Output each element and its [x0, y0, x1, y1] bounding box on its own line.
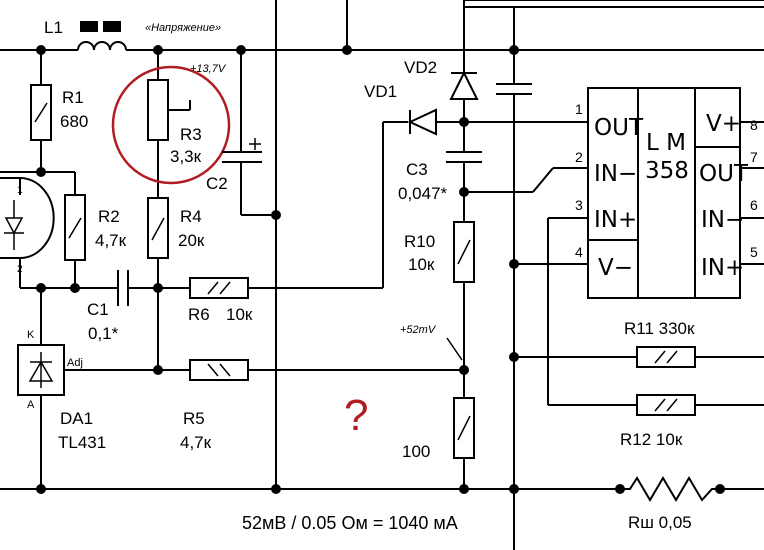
pin-label-OUT-b: OUT	[699, 161, 749, 187]
pin-label-INm-b: IN−	[701, 207, 744, 233]
label-VD2: VD2	[404, 58, 437, 77]
label-VD1: VD1	[364, 82, 397, 101]
label-R1: R1	[62, 88, 84, 107]
inductor-L1	[77, 21, 127, 51]
capacitor-C2	[222, 50, 276, 216]
resistor-R1	[30, 50, 52, 172]
pin-number-4: 4	[575, 244, 583, 260]
pin-number-2: 2	[575, 149, 583, 165]
pin-label-INm-a: IN−	[594, 161, 637, 187]
label-R12: R12 10к	[620, 430, 683, 449]
label-R2: R2	[98, 207, 120, 226]
label-DA1: DA1	[60, 409, 93, 428]
resistor-R5	[189, 359, 464, 381]
resistor-R6	[189, 277, 383, 299]
pin-number-1: 1	[575, 101, 583, 117]
pin-number-7: 7	[750, 149, 758, 165]
label-R5-value: 4,7к	[180, 433, 212, 452]
label-DA1-A: A	[27, 399, 35, 411]
pin-label-Vm: V−	[598, 255, 633, 281]
label-C2: C2	[206, 174, 228, 193]
label-DA1-K: K	[27, 329, 35, 341]
label-R10: R10	[404, 232, 435, 251]
resistor-R11	[636, 346, 764, 368]
question-mark: ?	[344, 391, 368, 440]
chip-label-358: 358	[645, 158, 689, 184]
label-R6-value: 10к	[226, 305, 253, 324]
label-voltage-137: +13,7V	[190, 63, 227, 75]
diode-VD2	[449, 70, 479, 152]
label-R3-value: 3,3к	[170, 147, 202, 166]
label-R2-value: 4,7к	[95, 231, 127, 250]
label-C1: C1	[87, 300, 109, 319]
pin-number-3: 3	[575, 197, 583, 213]
pin-number-6: 6	[750, 197, 758, 213]
label-voltage-note: «Напряжение»	[145, 22, 221, 34]
label-voltage-52: +52mV	[400, 324, 437, 336]
pin-label-OUT-a: OUT	[594, 115, 644, 141]
label-R10-value: 10к	[408, 255, 435, 274]
opamp-LM358	[587, 87, 741, 299]
potentiometer-R3	[147, 50, 191, 198]
optocoupler	[0, 177, 55, 289]
resistor-R4	[147, 197, 169, 370]
label-R1-value: 680	[60, 112, 88, 131]
label-C3: C3	[406, 160, 428, 179]
highlight-circle-R3	[111, 65, 231, 185]
resistor-100	[453, 397, 475, 489]
label-R4-value: 20к	[178, 231, 205, 250]
junction-dots	[36, 45, 725, 494]
label-C1-value: 0,1*	[88, 324, 119, 343]
label-R-100: 100	[402, 442, 430, 461]
formula-text: 52мВ / 0.05 Ом = 1040 мА	[242, 513, 458, 533]
resistor-R12	[636, 394, 764, 416]
label-DA1-adj: Adj	[67, 357, 83, 369]
label-DA1-type: TL431	[58, 433, 106, 452]
chip-label-LM: L M	[646, 130, 686, 156]
label-opto-pin1: 1	[17, 185, 23, 196]
pin-number-5: 5	[750, 244, 758, 260]
label-C3-value: 0,047*	[398, 184, 448, 203]
label-L1: L1	[44, 18, 63, 37]
resistor-R10	[453, 221, 475, 398]
regulator-DA1	[17, 344, 190, 396]
label-Rsh: Rш 0,05	[628, 513, 692, 532]
pin-label-INp-a: IN+	[594, 207, 637, 233]
resistor-shunt	[620, 476, 720, 502]
pin-number-8: 8	[750, 117, 758, 133]
label-R6: R6	[188, 305, 210, 324]
label-opto-pin2: 2	[17, 264, 23, 275]
label-R11: R11 330к	[624, 319, 695, 338]
capacitor-C-supply	[496, 7, 532, 550]
pin-label-INp-b: IN+	[701, 255, 744, 281]
label-R3: R3	[180, 125, 202, 144]
pin-label-Vp: V+	[706, 111, 741, 137]
resistor-R2	[64, 194, 86, 288]
label-R4: R4	[180, 207, 202, 226]
label-R5: R5	[183, 409, 205, 428]
